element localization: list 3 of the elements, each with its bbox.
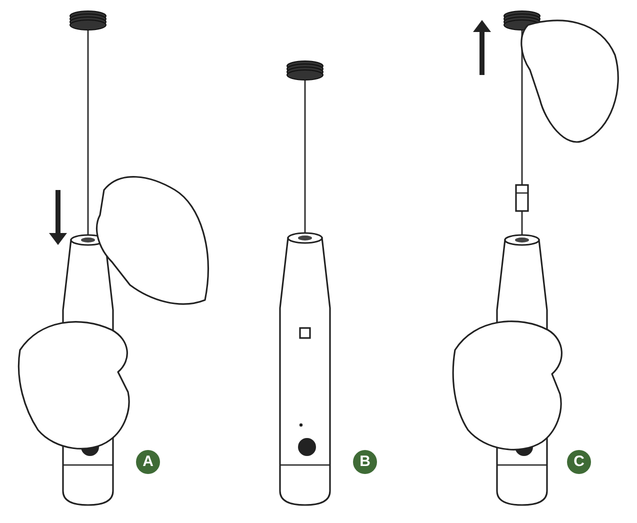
step-marker: B bbox=[353, 450, 377, 474]
step-marker: A bbox=[136, 450, 160, 474]
step-marker: C bbox=[567, 450, 591, 474]
